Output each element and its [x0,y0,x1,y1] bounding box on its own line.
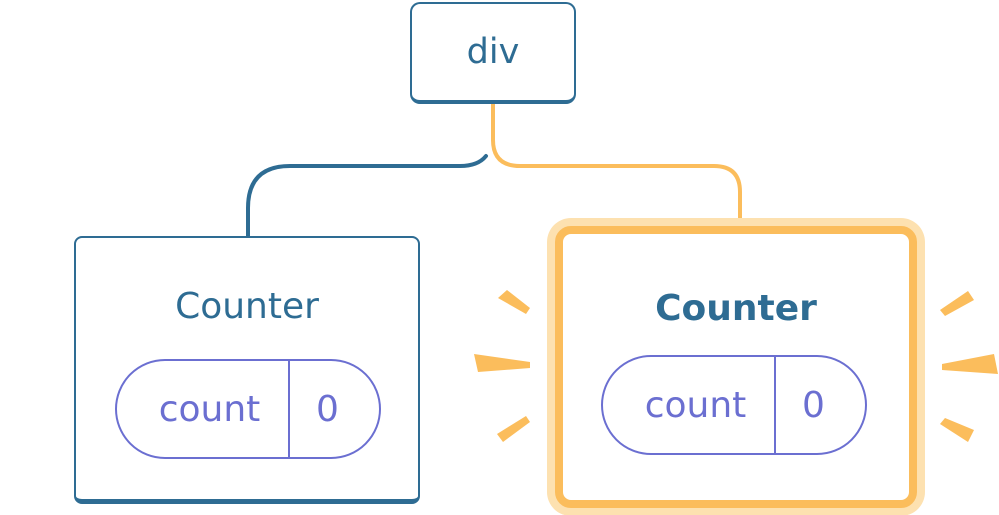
tree-node-counter-left: Counter count 0 [74,236,420,504]
counter-right-state-value: 0 [802,384,825,426]
highlight-ray-right-bottom [940,418,974,442]
highlight-ray-left-middle [474,354,530,372]
connector-root-to-right-counter [491,102,742,230]
tree-node-counter-right-highlighted: Counter count 0 [555,226,917,508]
counter-left-state-key: count [117,361,290,457]
counter-right-state-pill: count 0 [601,355,867,455]
highlight-ray-right-top [940,291,974,316]
counter-right-state-key: count [603,357,776,453]
highlight-ray-left-top [498,290,530,314]
connector-root-to-left-counter [246,154,488,240]
counter-left-state-pill: count 0 [115,359,381,459]
counter-left-label: Counter [175,286,319,327]
tree-node-root-div: div [410,2,576,104]
counter-right-label: Counter [655,288,817,329]
counter-left-state-value: 0 [316,388,339,430]
highlight-ray-right-middle [942,354,998,374]
root-node-label: div [466,32,520,72]
highlight-ray-left-bottom [497,416,530,442]
